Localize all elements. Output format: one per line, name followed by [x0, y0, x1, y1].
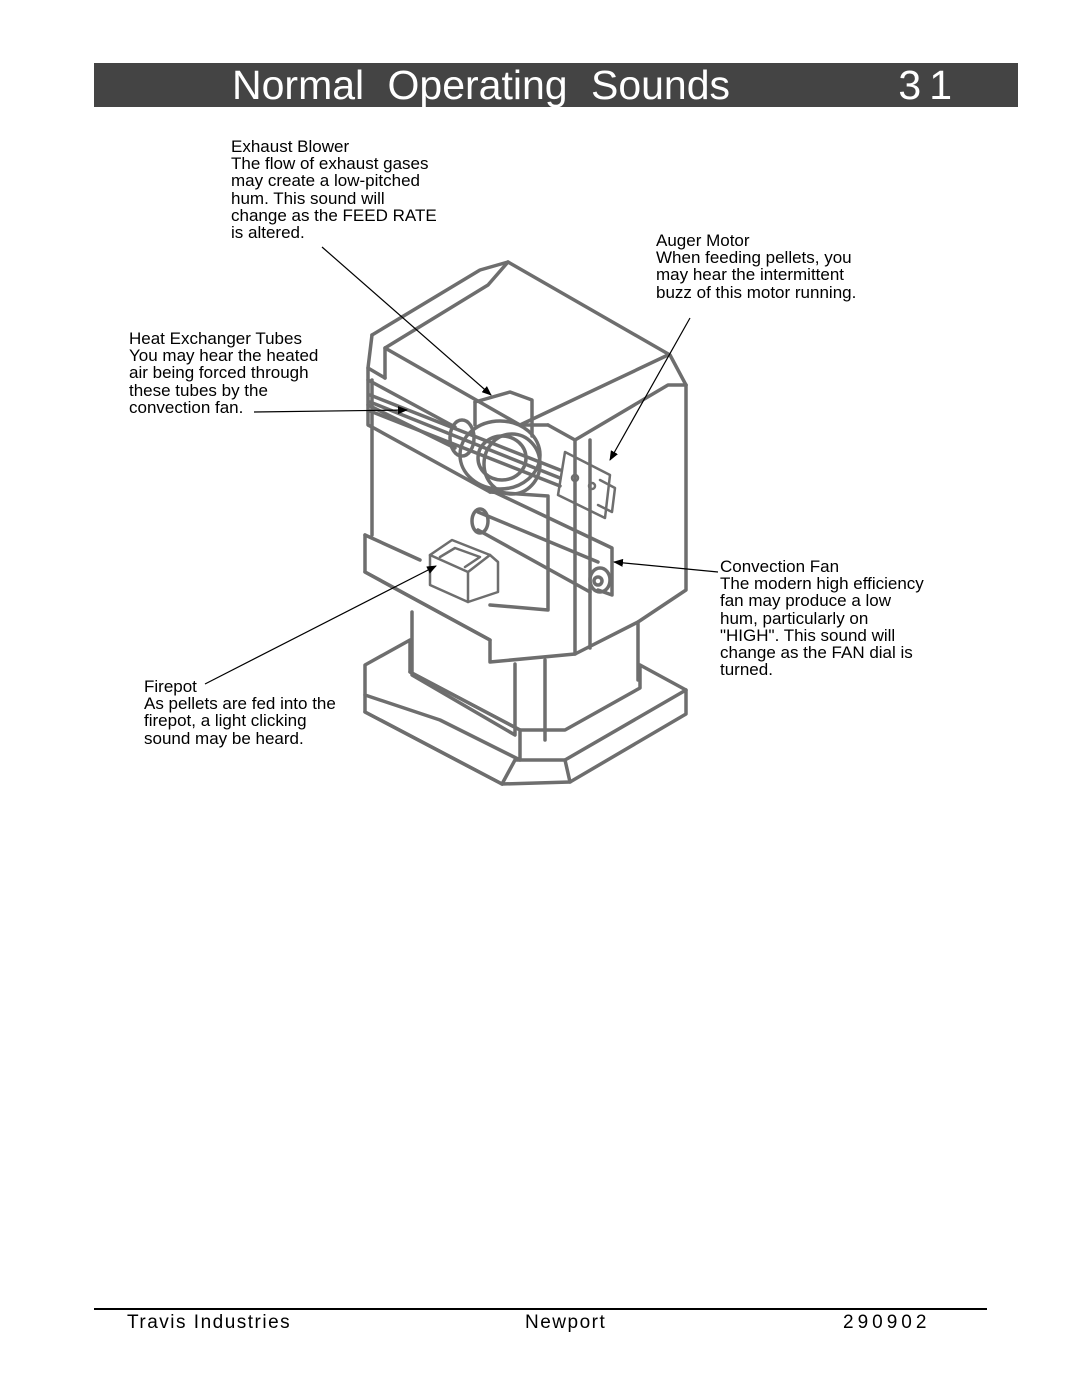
auger-motor — [556, 450, 617, 520]
page-title: Normal Operating Sounds — [232, 62, 731, 108]
callout-description: When feeding pellets, you may hear the i… — [656, 249, 856, 301]
exhaust-blower-leader — [321, 246, 492, 396]
callout-leaders — [204, 246, 719, 685]
description-line: turned. — [720, 660, 773, 680]
description-line: fan may produce a low — [720, 591, 892, 611]
description-line: may hear the intermittent — [656, 265, 845, 285]
description-line: buzz of this motor running. — [656, 282, 857, 302]
callout-description: You may hear the heated air being forced… — [129, 347, 318, 416]
callout-description: The modern high efficiency fan may produ… — [720, 575, 924, 678]
footer-company: Travis Industries — [127, 1312, 292, 1333]
callout-exhaust-blower: Exhaust Blower The flow of exhaust gases… — [231, 138, 437, 241]
description-line: change as the FEED RATE — [231, 205, 437, 225]
description-line: You may hear the heated — [129, 346, 319, 366]
description-line: may create a low-pitched — [231, 171, 420, 191]
description-line: The modern high efficiency — [720, 574, 924, 594]
callout-title: Convection Fan — [720, 557, 840, 576]
firepot — [428, 538, 500, 604]
exhaust-blower — [448, 390, 542, 496]
callout-title: Exhaust Blower — [231, 137, 350, 156]
description-line: sound may be heard. — [144, 728, 304, 748]
description-line: When feeding pellets, you — [656, 248, 852, 268]
callout-title: Auger Motor — [656, 231, 750, 250]
description-line: As pellets are fed into the — [144, 694, 336, 714]
description-line: change as the FAN dial is — [720, 643, 913, 663]
description-line: these tubes by the — [129, 380, 268, 400]
description-line: air being forced through — [129, 363, 309, 383]
convection-fan-leader — [613, 558, 719, 573]
description-line: "HIGH". This sound will — [720, 625, 896, 645]
callout-description: The flow of exhaust gases may create a l… — [231, 155, 437, 241]
callout-title: Firepot — [144, 677, 197, 696]
stove-pedestal — [410, 610, 640, 742]
callout-auger-motor: Auger Motor When feeding pellets, you ma… — [656, 232, 856, 301]
description-line: convection fan. — [129, 397, 244, 417]
heat-exchanger-leader — [253, 406, 408, 415]
footer-divider — [94, 1308, 987, 1310]
page-header-bar: Normal Operating Sounds 31 — [94, 62, 1018, 108]
description-line: The flow of exhaust gases — [231, 154, 429, 174]
callout-heat-exchanger-tubes: Heat Exchanger Tubes You may hear the he… — [129, 330, 318, 416]
callout-description: As pellets are fed into the firepot, a l… — [144, 695, 336, 747]
description-line: firepot, a light clicking — [144, 711, 307, 731]
callout-firepot: Firepot As pellets are fed into the fire… — [144, 678, 336, 747]
stove-drawing — [363, 260, 688, 786]
footer-model: Newport — [525, 1312, 607, 1333]
firepot-leader — [204, 565, 437, 685]
stove-base — [363, 638, 688, 786]
auger-motor-leader — [609, 317, 691, 461]
footer-code: 290902 — [843, 1312, 931, 1333]
convection-fan-housing — [470, 488, 614, 597]
page-number: 31 — [898, 62, 960, 108]
stove-top — [366, 260, 688, 494]
description-line: hum, particularly on — [720, 608, 869, 628]
description-line: hum. This sound will — [231, 188, 385, 208]
description-line: is altered. — [231, 223, 305, 243]
callout-title: Heat Exchanger Tubes — [129, 329, 302, 348]
callout-convection-fan: Convection Fan The modern high efficienc… — [720, 557, 924, 679]
